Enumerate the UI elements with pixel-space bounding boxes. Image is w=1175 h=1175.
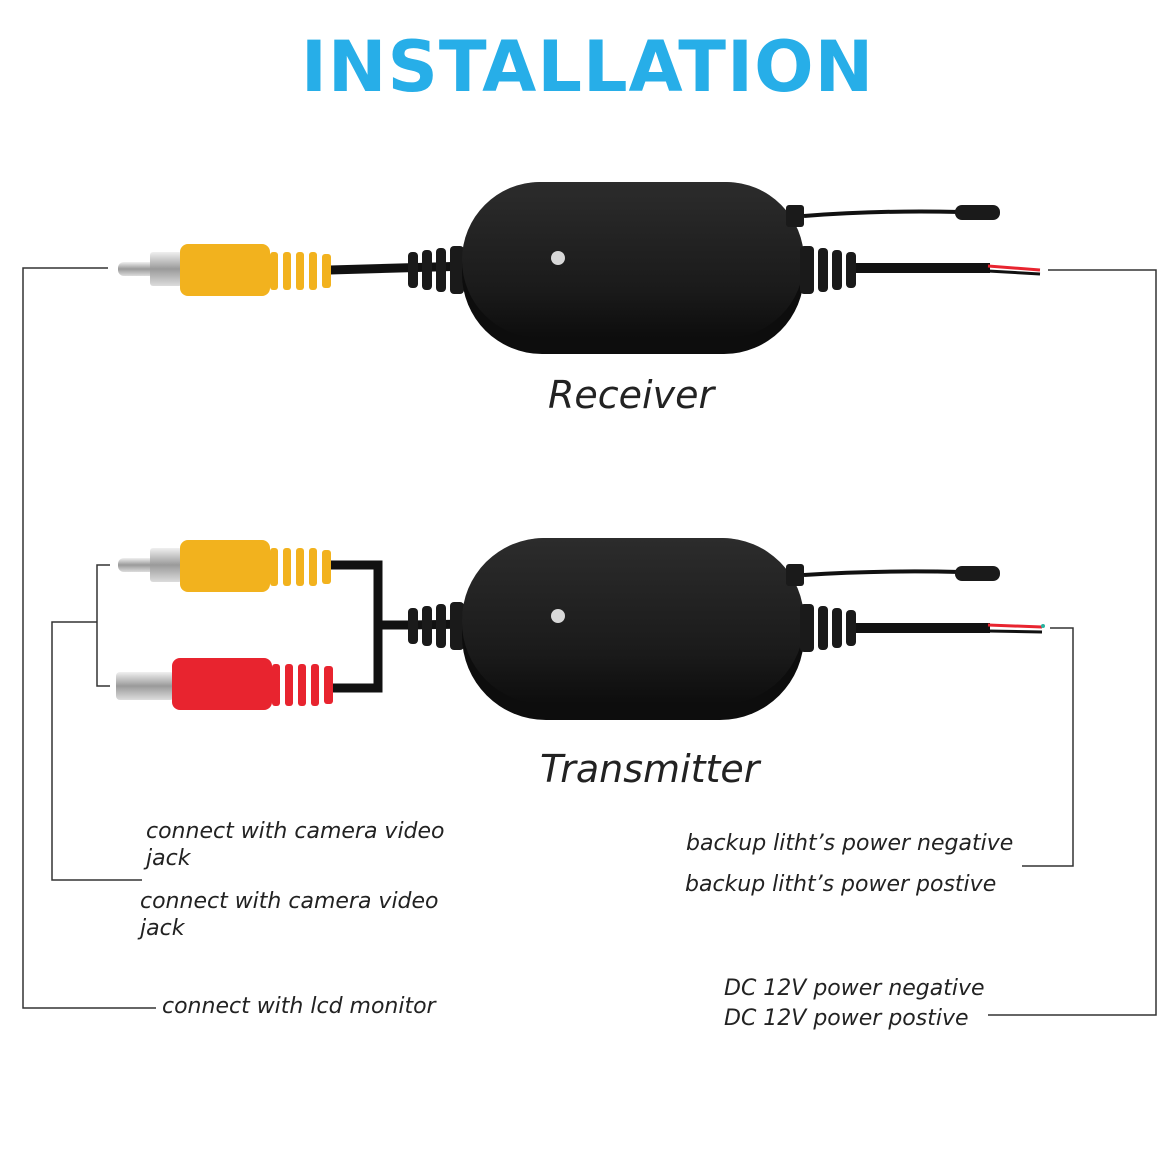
transmitter-dc-plug-icon [116,658,333,710]
receiver-strain-relief-left [408,246,464,294]
receiver-led-indicator-icon [551,251,565,265]
receiver-rca-plug-icon [118,244,331,296]
transmitter-antenna-icon [786,564,1000,586]
note-backup-positive: backup litht’s power postive [685,872,997,897]
leader-lcd-monitor [22,267,156,1009]
leader-transmitter-bracket [96,564,110,687]
transmitter-label: Transmitter [540,747,760,791]
transmitter-rca-plug-icon [118,540,331,592]
note-camera-video-2: connect with camera video jack [140,889,439,941]
note-lcd-monitor: connect with lcd monitor [162,994,436,1019]
transmitter-wireless-module-icon [462,538,804,704]
page-title: INSTALLATION [300,26,875,108]
receiver-antenna-icon [786,205,1000,227]
receiver-strain-relief-right [800,246,856,294]
receiver-power-cable [856,263,1041,276]
receiver-wireless-module-icon [462,182,804,338]
note-camera-video-1: connect with camera video jack [146,819,445,871]
transmitter-strain-relief-left [408,602,464,650]
note-dc-positive: DC 12V power postive [724,1006,969,1031]
receiver-video-cable [329,261,471,275]
leader-backup-light [1022,627,1074,867]
transmitter-y-cable [330,560,471,693]
receiver-label: Receiver [548,373,715,417]
receiver-assembly [118,182,1041,354]
leader-lines [22,267,1157,1016]
transmitter-assembly [116,538,1045,720]
transmitter-strain-relief-right [800,604,856,652]
transmitter-power-cable [856,623,1045,634]
leader-camera-video [51,621,142,881]
note-dc-negative: DC 12V power negative [724,976,985,1001]
transmitter-led-indicator-icon [551,609,565,623]
note-backup-negative: backup litht’s power negative [686,831,1014,856]
leader-dc-12v [988,269,1157,1016]
